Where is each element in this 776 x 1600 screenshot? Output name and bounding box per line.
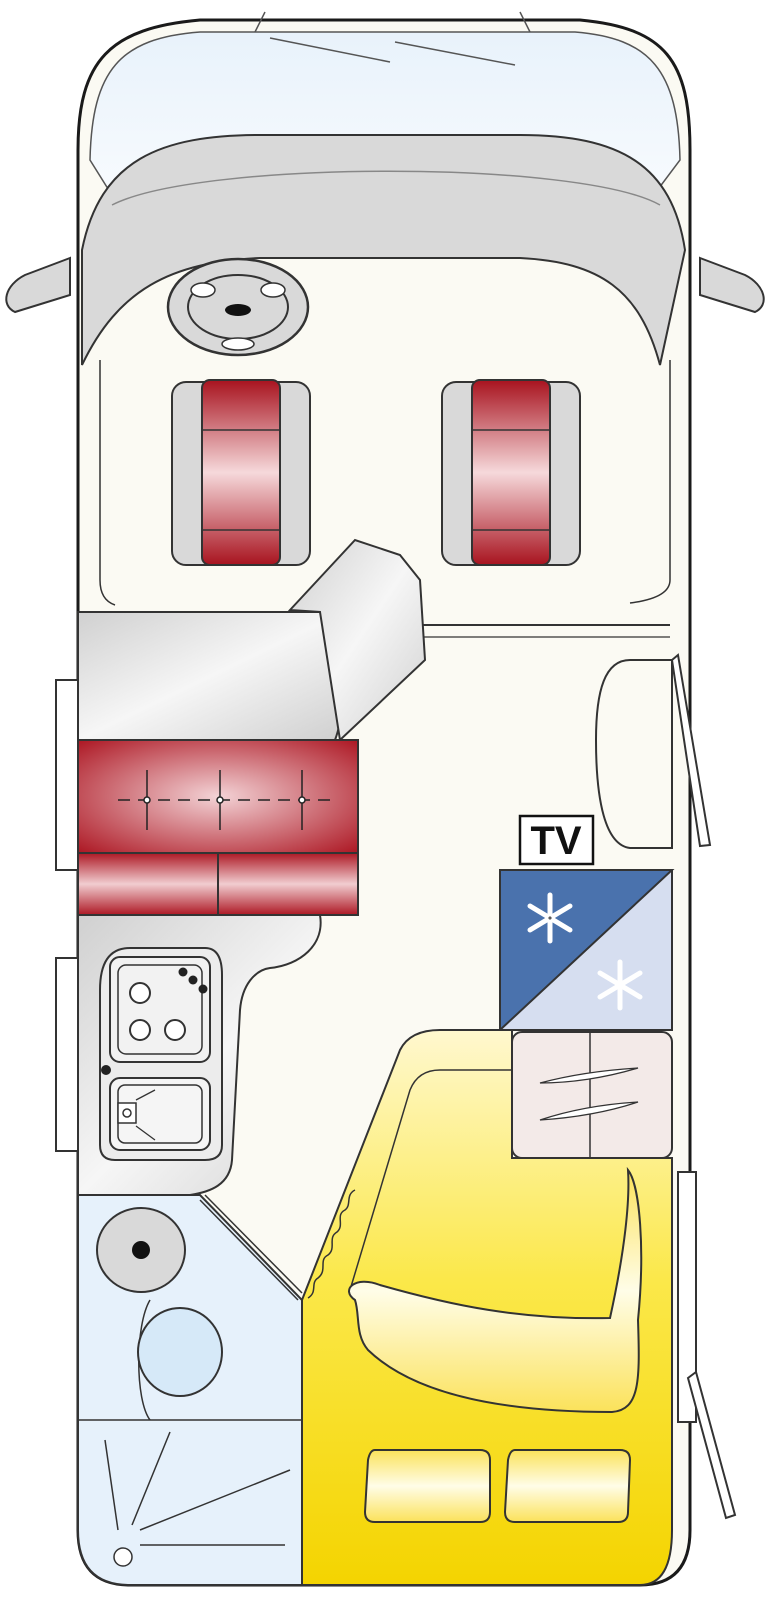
rear-bed <box>301 1029 673 1586</box>
snowflake-icon-2 <box>597 959 643 1011</box>
cab-floor-line <box>99 360 671 606</box>
wiper-right <box>394 41 516 66</box>
fridge-freezer <box>499 869 675 1033</box>
snowflake-icon <box>527 892 573 944</box>
bed-curtain <box>307 1189 356 1299</box>
windshield-edge <box>254 11 531 33</box>
toilet <box>137 1299 223 1421</box>
mirror-left <box>5 256 71 314</box>
washbasin <box>96 1207 186 1293</box>
snowflake-outline <box>548 916 552 920</box>
dashboard-inner-line <box>111 170 661 206</box>
cooktop <box>101 956 211 1075</box>
passenger-seat <box>441 379 581 566</box>
tv-marker: TV <box>518 814 595 866</box>
dashboard <box>81 134 687 366</box>
tv-label: TV <box>530 819 581 863</box>
pillow-right <box>503 1449 632 1523</box>
wardrobe <box>511 1031 673 1159</box>
shower <box>104 1431 291 1567</box>
mirror-right <box>699 256 765 314</box>
window-left-1 <box>55 679 79 871</box>
wiper-left <box>269 37 391 63</box>
driver-seat <box>171 379 311 566</box>
dinette-table <box>77 538 427 743</box>
window-right-rear <box>677 1171 697 1423</box>
steering-wheel <box>166 257 310 357</box>
dinette-bench <box>77 739 359 916</box>
sink <box>109 1077 211 1151</box>
pillow-left <box>363 1449 491 1523</box>
window-left-2 <box>55 957 79 1152</box>
entrance-step <box>594 659 673 849</box>
bed-blanket <box>348 1166 643 1414</box>
rear-door <box>686 1370 737 1520</box>
entrance-door <box>670 653 712 848</box>
